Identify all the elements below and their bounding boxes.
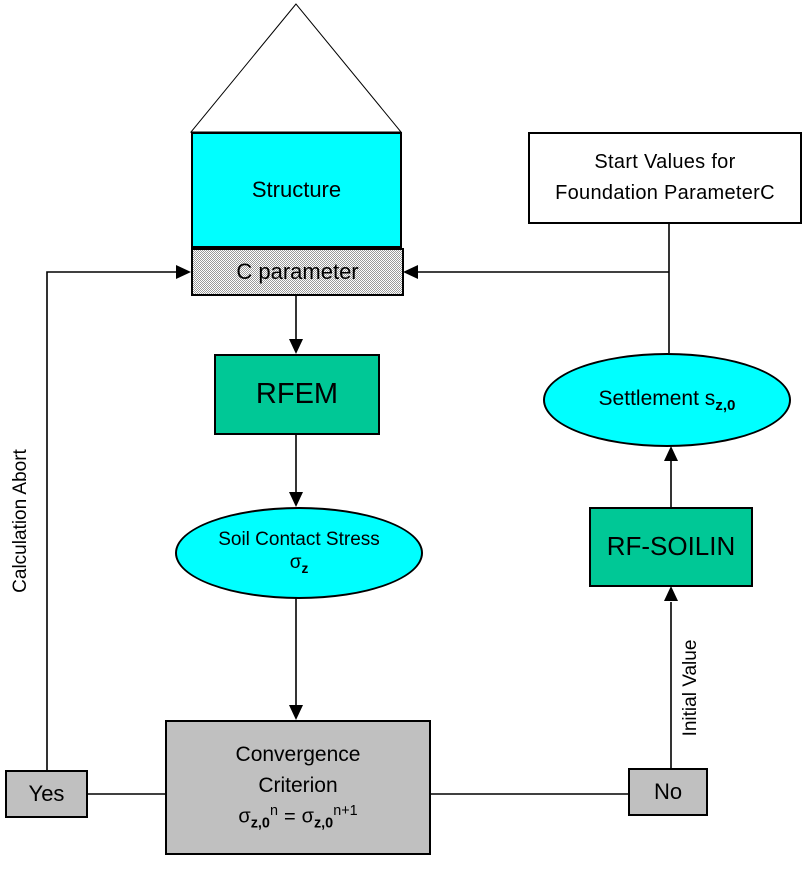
start-values-line1: Start Values for — [594, 151, 736, 173]
arrowhead-down-rfem — [289, 339, 303, 354]
rf-soilin-node: RF-SOILIN — [589, 507, 753, 587]
start-values-line2: Foundation ParameterC — [555, 182, 775, 204]
rfem-node: RFEM — [214, 354, 380, 435]
soil-stress-symbol: σz — [289, 551, 309, 576]
arrowhead-right-cparam — [176, 265, 191, 279]
convergence-node: Convergence Criterion σz,0n=σz,0n+1 — [165, 720, 431, 855]
no-label: No — [653, 778, 683, 804]
rfem-label: RFEM — [255, 377, 339, 410]
arrowhead-up-settlement — [664, 446, 678, 461]
settlement-subscript: z,0 — [715, 396, 736, 414]
convergence-line2: Criterion — [258, 773, 338, 797]
convergence-formula: σz,0n=σz,0n+1 — [238, 803, 358, 832]
c-parameter-node: C parameter — [191, 248, 404, 296]
no-node: No — [628, 768, 708, 816]
soil-contact-stress-node: Soil Contact Stress σz — [175, 507, 423, 599]
yes-node: Yes — [5, 770, 88, 818]
calculation-abort-label: Calculation Abort — [10, 449, 31, 593]
soil-stress-title: Soil Contact Stress — [218, 528, 380, 550]
settlement-label: Settlement sz,0 — [598, 386, 736, 414]
arrowhead-up-rfsoilin — [664, 586, 678, 601]
edge-yes-cparam — [46, 271, 177, 770]
settlement-node: Settlement sz,0 — [543, 353, 791, 447]
c-parameter-label: C parameter — [236, 258, 359, 284]
arrowhead-down-convergence — [289, 705, 303, 720]
arrowhead-down-soil — [289, 492, 303, 507]
roof-triangle — [189, 3, 403, 133]
start-values-node: Start Values for Foundation ParameterC — [528, 132, 802, 224]
arrowhead-left-cparam — [403, 265, 418, 279]
rf-soilin-label: RF-SOILIN — [606, 531, 736, 562]
structure-node: Structure — [191, 132, 402, 248]
convergence-line1: Convergence — [235, 743, 361, 767]
yes-label: Yes — [28, 780, 65, 806]
structure-label: Structure — [251, 176, 342, 202]
soil-stress-subscript: z — [301, 560, 309, 576]
initial-value-label: Initial Value — [680, 639, 701, 737]
